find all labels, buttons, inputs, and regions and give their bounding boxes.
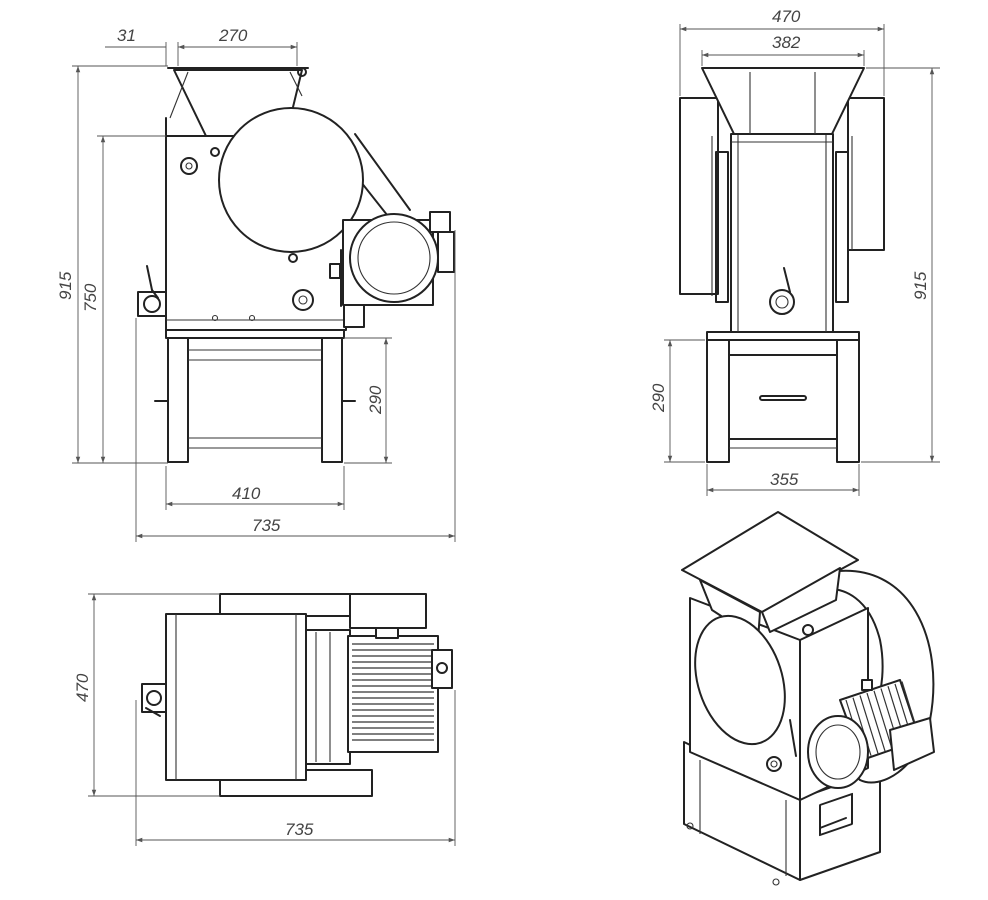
front-dimensions: 470 382 915 290 355 [649, 7, 940, 496]
side-dimensions: 31 270 915 750 290 410 735 [56, 26, 456, 542]
top-view: 470 735 [73, 593, 456, 846]
iso-pulley [694, 614, 786, 746]
dim-front-height-stand: 290 [649, 383, 668, 413]
dim-side-height-total: 915 [56, 271, 75, 300]
front-view: 470 382 915 290 355 [649, 7, 940, 496]
top-motor [347, 593, 453, 753]
iso-motor-fin [873, 690, 893, 749]
iso-motor [807, 679, 935, 789]
dim-front-stand-width: 355 [770, 470, 799, 489]
front-side-pulleys [679, 97, 885, 296]
dim-side-height-stand: 290 [366, 385, 385, 415]
top-body [165, 593, 373, 797]
dim-front-width-total: 470 [772, 7, 801, 26]
dim-top-length: 735 [285, 820, 314, 839]
side-view: 31 270 915 750 290 410 735 [56, 26, 456, 542]
side-motor [329, 211, 455, 328]
iso-motor-fin [866, 692, 886, 752]
top-handle [141, 683, 167, 717]
top-dimensions: 470 735 [73, 593, 456, 846]
front-body [715, 133, 849, 333]
dim-side-total-width: 735 [252, 516, 281, 535]
front-stand [706, 331, 860, 463]
dim-side-stand-width: 410 [232, 484, 261, 503]
side-pulley [218, 107, 364, 253]
dim-front-height-total: 915 [911, 271, 930, 300]
dim-front-width-hopper: 382 [772, 33, 801, 52]
dim-side-height-body: 750 [81, 283, 100, 312]
iso-view [681, 511, 935, 886]
side-stand [154, 329, 356, 463]
dim-side-top-width: 270 [218, 26, 248, 45]
dim-side-top-offset: 31 [117, 26, 136, 45]
dim-top-depth: 470 [73, 673, 92, 702]
side-handle [137, 265, 167, 317]
iso-motor-fin [859, 695, 879, 754]
front-hopper [701, 67, 865, 135]
